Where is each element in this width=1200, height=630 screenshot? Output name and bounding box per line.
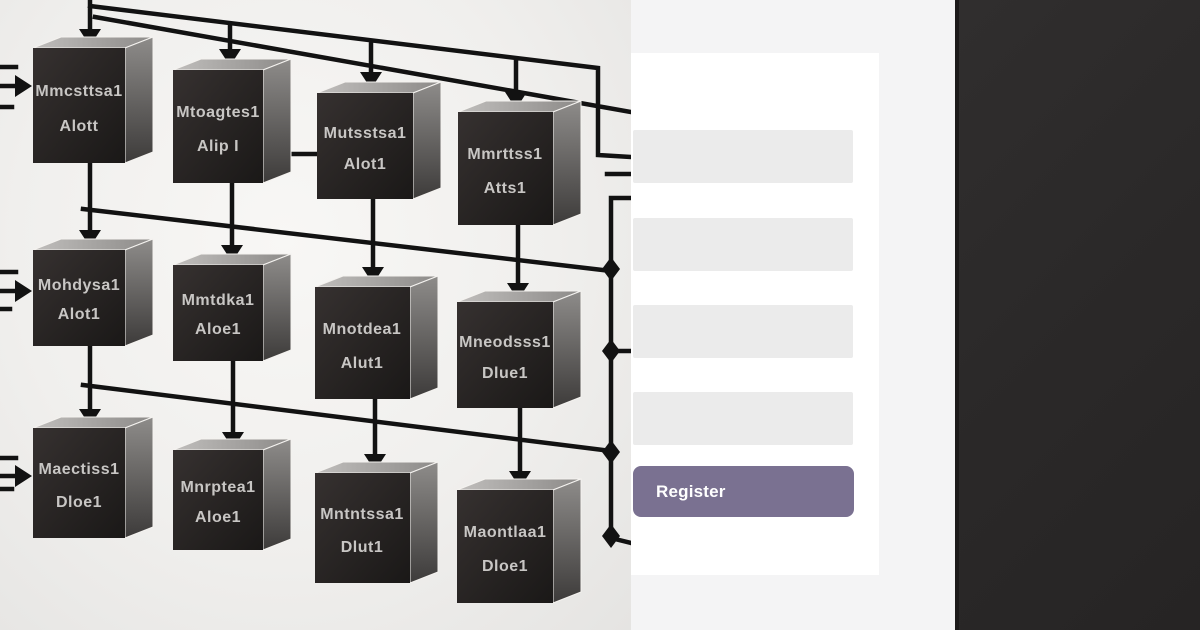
box-side-face	[124, 416, 154, 539]
box-front-face	[33, 48, 125, 163]
box-front-face	[173, 450, 263, 550]
box-side-face	[262, 253, 292, 362]
box-label-line1: Mmcsttsa1	[35, 83, 122, 100]
box-label-line1: Mneodsss1	[459, 334, 551, 351]
form-field-1[interactable]	[633, 130, 853, 183]
box-front-face	[315, 287, 410, 399]
box-side-face	[409, 275, 439, 400]
diagram-box-r1c1: Mmcsttsa1 Alott	[32, 36, 154, 164]
diagram-box-r1c4: Mmrttss1 Atts1	[457, 100, 582, 226]
box-side-face	[552, 100, 582, 226]
box-front-face	[315, 473, 410, 583]
box-side-face	[124, 238, 154, 347]
register-button-label: Register	[656, 481, 726, 501]
diagram-wires	[0, 0, 631, 548]
box-label-line2: Aloe1	[195, 509, 241, 526]
diagram-box-r2c2: Mmtdka1 Aloe1	[172, 253, 292, 362]
box-label-line2: Atts1	[484, 180, 527, 197]
arrow-right-icons	[15, 75, 32, 487]
form-field-2[interactable]	[633, 218, 853, 271]
box-front-face	[173, 265, 263, 361]
box-side-face	[552, 290, 582, 409]
box-label-line1: Mntntssa1	[320, 506, 404, 523]
diagram-box-r2c3: Mnotdea1 Alut1	[314, 275, 439, 400]
diagram-box-r1c2: Mtoagtes1 Alip I	[172, 58, 292, 184]
box-front-face	[458, 112, 553, 225]
box-front-face	[457, 490, 553, 603]
box-side-face	[409, 461, 439, 584]
diagram-box-r3c2: Mnrptea1 Aloe1	[172, 438, 292, 551]
box-label-line1: Mtoagtes1	[176, 104, 260, 121]
box-side-face	[412, 81, 442, 200]
diagram-box-r3c1: Maectiss1 Dloe1	[32, 416, 154, 539]
box-front-face	[33, 250, 125, 346]
box-label-line1: Mutsstsa1	[324, 125, 407, 142]
diagram-canvas: Mmcsttsa1 Alott Mtoagtes1 Alip I Mutssts…	[0, 0, 631, 604]
register-card: Register	[631, 53, 879, 575]
box-label-line2: Alip I	[197, 138, 239, 155]
box-label-line1: Mohdysa1	[38, 277, 120, 294]
register-button[interactable]: Register	[633, 466, 854, 517]
box-front-face	[173, 70, 263, 183]
box-side-face	[262, 438, 292, 551]
box-label-line1: Mnotdea1	[323, 321, 402, 338]
box-label-line2: Alot1	[344, 156, 387, 173]
box-label-line1: Maectiss1	[39, 461, 120, 478]
box-side-face	[124, 36, 154, 164]
box-side-face	[552, 478, 582, 604]
dark-side-panel	[955, 0, 1200, 630]
form-field-3[interactable]	[633, 305, 853, 358]
box-label-line1: Mnrptea1	[180, 479, 255, 496]
diagram-box-r3c4: Maontlaa1 Dloe1	[456, 478, 582, 604]
box-label-line1: Mmrttss1	[467, 146, 542, 163]
box-side-face	[262, 58, 292, 184]
register-panel: Register	[631, 0, 955, 630]
circuit-diagram-illustration: Mmcsttsa1 Alott Mtoagtes1 Alip I Mutssts…	[0, 0, 631, 630]
diagram-box-r1c3: Mutsstsa1 Alot1	[316, 81, 442, 200]
form-field-4[interactable]	[633, 392, 853, 445]
diagram-box-r2c1: Mohdysa1 Alot1	[32, 238, 154, 347]
box-front-face	[33, 428, 125, 538]
box-label-line1: Mmtdka1	[182, 292, 255, 309]
box-label-line2: Dloe1	[482, 558, 528, 575]
diagram-box-r3c3: Mntntssa1 Dlut1	[314, 461, 439, 584]
box-label-line2: Dloe1	[56, 494, 102, 511]
box-label-line2: Alott	[60, 118, 99, 135]
box-label-line2: Dlue1	[482, 365, 528, 382]
diagram-box-r2c4: Mneodsss1 Dlue1	[456, 290, 582, 409]
box-front-face	[317, 93, 413, 199]
box-label-line2: Aloe1	[195, 321, 241, 338]
wire-segments	[0, 0, 631, 546]
box-label-line2: Dlut1	[341, 539, 384, 556]
box-front-face	[457, 302, 553, 408]
box-label-line2: Alut1	[341, 355, 384, 372]
box-label-line1: Maontlaa1	[464, 524, 547, 541]
box-label-line2: Alot1	[58, 306, 101, 323]
